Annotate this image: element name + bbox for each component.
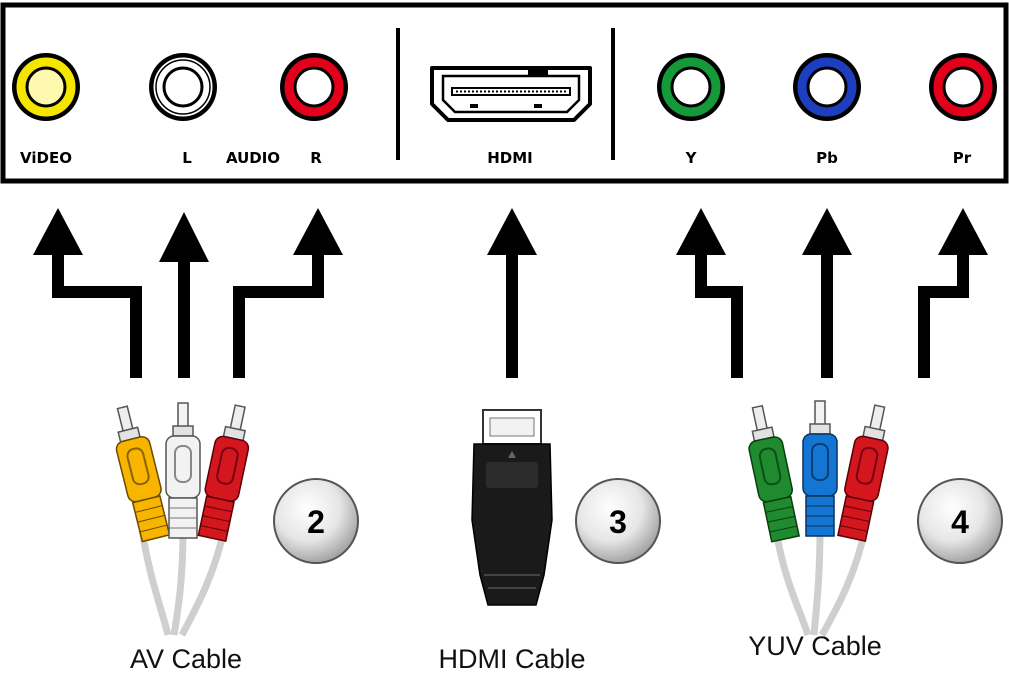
av-cable-label: AV Cable [130,644,242,674]
hdmi-port-icon [430,66,592,122]
arrow-audio-left-icon [159,212,209,378]
hdmi-port-label: HDMI [487,149,533,167]
pr-jack-icon [929,53,997,121]
audio-right-jack-icon [280,53,348,121]
hdmi-cable-label: HDMI Cable [438,644,585,674]
av-number-badge: 2 [273,478,359,564]
y-port-label: Y [685,149,698,167]
audio-right-port-label: R [310,149,322,167]
av-number: 2 [307,504,325,540]
audio-left-jack-icon [149,53,217,121]
hdmi-number-badge: 3 [575,478,661,564]
video-port-label: ViDEO [20,149,72,167]
pb-jack-icon [793,53,861,121]
arrow-pb-icon [802,208,852,378]
pr-port-label: Pr [953,149,972,167]
audio-port-label: AUDIO [226,149,280,167]
connection-arrows [33,208,988,378]
av-cable-icon [115,402,250,637]
yuv-cable-label: YUV Cable [748,631,882,661]
hdmi-cable-icon [471,409,553,606]
hdmi-number: 3 [609,504,627,540]
audio-left-port-label: L [182,149,192,167]
yuv-number-badge: 4 [917,478,1003,564]
arrow-pr-icon [918,208,988,378]
arrow-y-icon [676,208,743,378]
arrow-audio-right-icon [233,208,343,378]
video-jack-icon [12,53,80,121]
connector-panel: ViDEO L AUDIO R HDMI Y Pb Pr [0,2,1009,184]
arrow-video-icon [33,208,142,378]
pb-port-label: Pb [816,149,838,167]
arrow-hdmi-icon [487,208,537,378]
yuv-cable-icon [748,400,889,637]
y-jack-icon [657,53,725,121]
yuv-number: 4 [951,504,969,540]
